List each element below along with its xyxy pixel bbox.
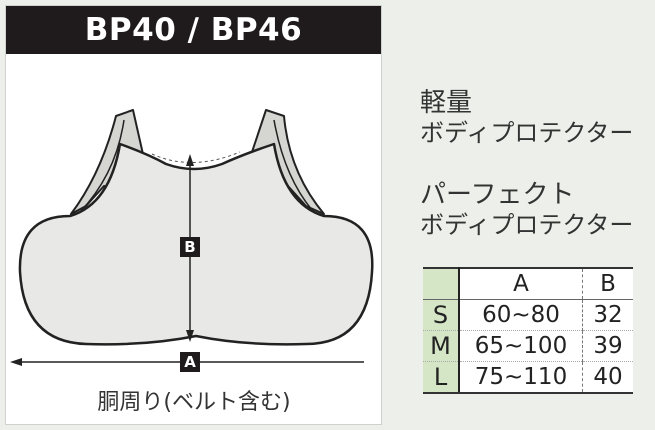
size-cell: M (423, 330, 460, 362)
size-cell: L (423, 361, 460, 394)
description-perfect: パーフェクト ボディプロテクター (420, 180, 633, 240)
description-sub: ボディプロテクター (420, 119, 634, 147)
description-main: 軽量 (420, 88, 473, 118)
model-title: BP40 / BP46 (6, 6, 381, 54)
table-row: L 75~110 40 (423, 361, 633, 394)
description-sub: ボディプロテクター (420, 211, 634, 239)
table-header-row: A B (423, 267, 633, 300)
header-b-cell: B (582, 267, 633, 300)
product-panel: BP40 / BP46 B A 胴周り(ベルト含む) (5, 5, 382, 425)
b-value-cell: 32 (582, 299, 633, 331)
b-value-cell: 40 (582, 361, 633, 394)
size-table: A B S 60~80 32 M 65~100 39 L 75~110 40 (423, 267, 633, 394)
strap-inner-right (273, 119, 313, 211)
marker-a: A (180, 352, 200, 372)
a-value-cell: 65~100 (459, 330, 583, 362)
b-value-cell: 39 (582, 330, 633, 362)
marker-b: B (180, 237, 200, 257)
header-a-cell: A (459, 267, 583, 300)
description-main: パーフェクト (420, 180, 575, 210)
table-row: S 60~80 32 (423, 299, 633, 331)
body-protector-diagram (10, 109, 374, 366)
a-value-cell: 75~110 (459, 361, 583, 394)
measure-b-arrow-top (186, 154, 194, 166)
table-row: M 65~100 39 (423, 330, 633, 362)
measure-b-arrow-bottom (186, 330, 194, 342)
size-cell: S (423, 299, 460, 331)
girth-label: 胴周り(ベルト含む) (97, 390, 291, 415)
header-size-cell (423, 267, 460, 300)
strap-inner-left (79, 119, 125, 213)
neck-line (151, 151, 241, 163)
a-value-cell: 60~80 (459, 299, 583, 331)
measure-a-arrow-left (10, 358, 22, 366)
description-lightweight: 軽量 ボディプロテクター (420, 88, 633, 148)
